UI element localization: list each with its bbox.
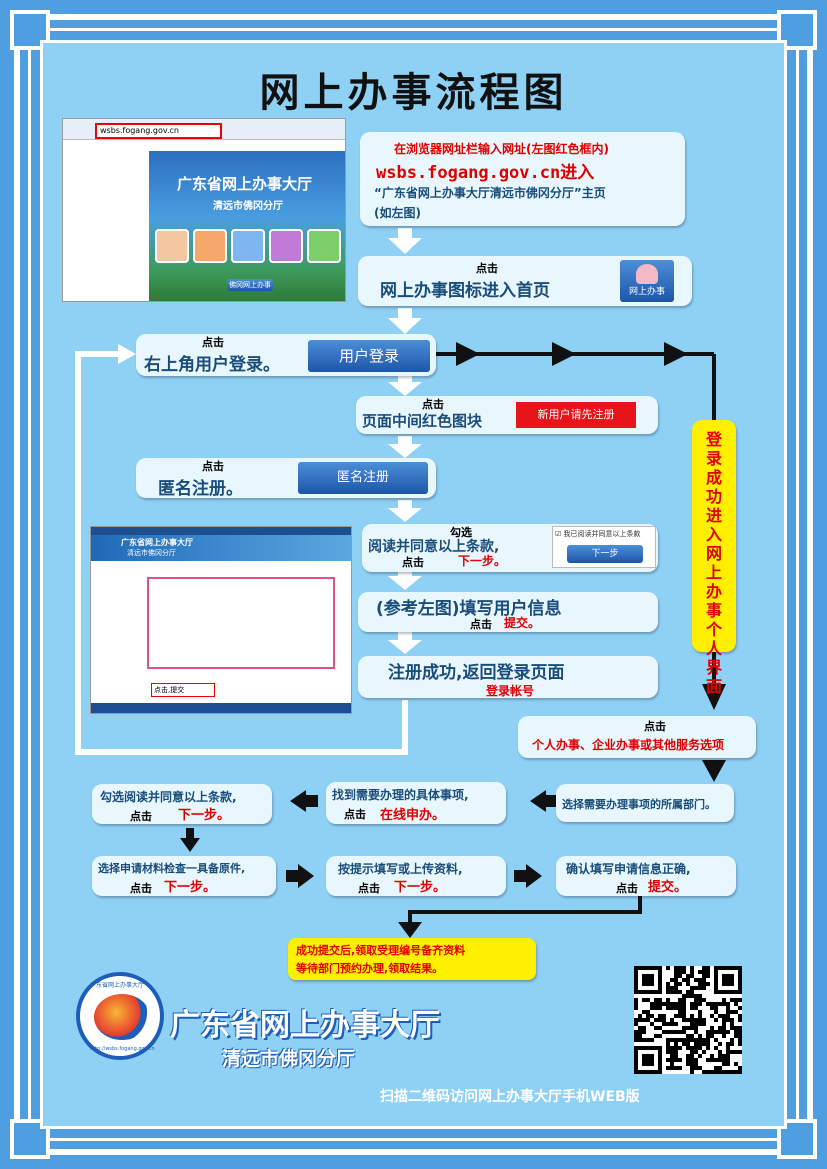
black-left-arrow — [290, 790, 306, 812]
black-down-arrow — [180, 838, 200, 852]
submit-highlight: 点击,提交 — [151, 683, 215, 697]
step-service-options: 点击 个人办事、企业办事或其他服务选项 — [518, 716, 756, 758]
white-down-arrow — [388, 228, 422, 254]
white-down-arrow — [388, 632, 422, 654]
anonymous-register-button: 匿名注册 — [298, 462, 428, 494]
final-result-note: 成功提交后,领取受理编号备齐资料 等待部门预约办理,领取结果。 — [288, 938, 536, 980]
logo-emblem-icon — [94, 994, 150, 1040]
black-right-arrow — [526, 864, 542, 888]
white-down-arrow — [388, 500, 422, 522]
black-down-arrow — [398, 922, 422, 938]
step-red-block: 点击 页面中间红色图块 新用户请先注册 — [356, 396, 658, 434]
step-upload-materials: 按提示填写或上传资料, 点击 下一步。 — [326, 856, 506, 896]
qr-code — [634, 966, 742, 1074]
login-success-note: 登录成功进入网上办事个人界面 — [692, 420, 736, 696]
qr-caption: 扫描二维码访问网上办事大厅手机WEB版 — [380, 1089, 640, 1105]
online-service-icon-button: 网上办事 — [620, 260, 674, 302]
frame-corner — [777, 10, 817, 50]
online-service-icon — [231, 229, 265, 263]
step-confirm-submit: 确认填写申请信息正确, 点击 提交。 — [556, 856, 736, 896]
terms-widget: ☑ 我已阅读并同意以上条款 下一步 — [552, 526, 656, 568]
enter-button: 佛冈网上办事 — [227, 279, 273, 291]
frame-border-inner — [28, 28, 799, 1141]
url-highlight: wsbs.fogang.gov.cn — [95, 123, 222, 139]
query-icon — [193, 229, 227, 263]
register-red-button: 新用户请先注册 — [516, 402, 636, 428]
qr-code-pattern — [634, 966, 742, 1074]
login-button: 用户登录 — [308, 340, 430, 372]
homepage-screenshot: wsbs.fogang.gov.cn 广东省网上办事大厅 清远市佛冈分厅 佛冈网… — [62, 118, 346, 302]
step-enter-url: 在浏览器网址栏输入网址(左图红色框内) wsbs.fogang.gov.cn进入… — [360, 132, 685, 226]
frame-border-outer — [14, 14, 813, 1155]
black-down-arrow — [702, 760, 726, 782]
black-right-arrow — [456, 342, 480, 366]
publicity-icon — [269, 229, 303, 263]
step-agree-terms-2: 勾选阅读并同意以上条款, 点击 下一步。 — [92, 784, 272, 824]
white-down-arrow — [388, 308, 422, 334]
brand-sub: 清远市佛冈分厅 — [222, 1048, 356, 1070]
next-step-button: 下一步 — [567, 545, 643, 563]
black-down-arrow — [702, 684, 726, 710]
page-title: 网上办事流程图 — [259, 70, 568, 116]
homepage-banner: 广东省网上办事大厅 清远市佛冈分厅 佛冈网上办事 — [149, 151, 345, 301]
return-loop-line — [75, 351, 408, 755]
black-right-arrow — [552, 342, 576, 366]
interaction-icon — [307, 229, 341, 263]
step-anonymous-register: 点击 匿名注册。 匿名注册 — [136, 458, 436, 499]
register-form-screenshot: 广东省网上办事大厅 清远市佛冈分厅 点击,提交 — [90, 526, 352, 714]
black-right-arrow — [664, 342, 688, 366]
step-fill-info: (参考左图)填写用户信息 点击 提交。 — [358, 592, 658, 632]
white-down-arrow — [388, 374, 422, 396]
step-select-department: 选择需要办理事项的所属部门。 — [556, 784, 734, 822]
hall-logo: 广东省网上办事大厅 http://wsbs.fogang.gov.cn — [76, 972, 164, 1060]
form-highlight — [147, 577, 335, 669]
black-right-arrow — [298, 864, 314, 888]
white-down-arrow — [388, 436, 422, 458]
step-find-item: 找到需要办理的具体事项, 点击 在线申办。 — [326, 782, 506, 824]
return-loop-arrowhead — [118, 344, 136, 364]
brand-name: 广东省网上办事大厅 — [170, 1008, 440, 1043]
step-check-materials: 选择申请材料检查一具备原件, 点击 下一步。 — [92, 856, 276, 896]
white-down-arrow — [388, 568, 422, 590]
service-icon — [155, 229, 189, 263]
step-login: 点击 右上角用户登录。 用户登录 — [136, 334, 436, 376]
step-online-service: 点击 网上办事图标进入首页 网上办事 — [358, 256, 692, 306]
step-register-success: 注册成功,返回登录页面 登录帐号 — [358, 656, 658, 698]
step-agree-terms: 勾选 阅读并同意以上条款, 点击 下一步。 ☑ 我已阅读并同意以上条款 下一步 — [362, 524, 658, 572]
